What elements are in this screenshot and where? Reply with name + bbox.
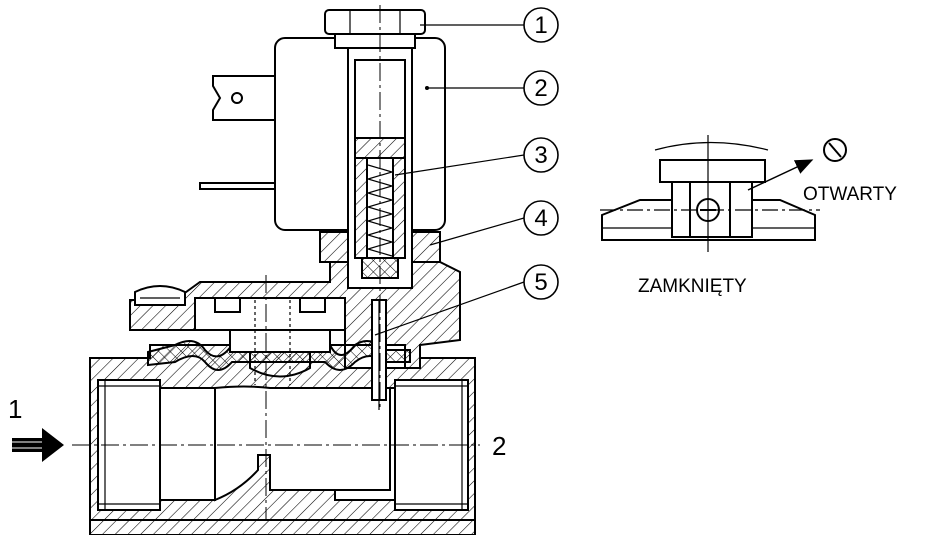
callout-2: 2 <box>523 70 559 106</box>
diaphragm <box>147 300 411 385</box>
open-screw-icon <box>823 138 847 162</box>
callout-5-number: 5 <box>534 269 547 296</box>
callout-4: 4 <box>523 200 559 236</box>
pilot-pin <box>371 299 387 410</box>
callout-4-number: 4 <box>534 205 547 232</box>
manual-override-detail <box>600 135 847 252</box>
callout-3: 3 <box>523 137 559 173</box>
open-label: OTWARTY <box>803 184 897 205</box>
callout-1-number: 1 <box>534 12 547 39</box>
outlet-port-label: 2 <box>492 431 506 461</box>
callout-1: 1 <box>523 7 559 43</box>
callout-5: 5 <box>523 264 559 300</box>
centre-lines <box>72 5 480 520</box>
leader-lines <box>374 24 525 336</box>
top-nut <box>324 9 426 49</box>
inlet-arrow <box>12 428 64 462</box>
callout-3-number: 3 <box>534 142 547 169</box>
closed-label: ZAMKNIĘTY <box>638 276 747 297</box>
inlet-port-label: 1 <box>8 394 22 424</box>
callout-2-number: 2 <box>534 75 547 102</box>
